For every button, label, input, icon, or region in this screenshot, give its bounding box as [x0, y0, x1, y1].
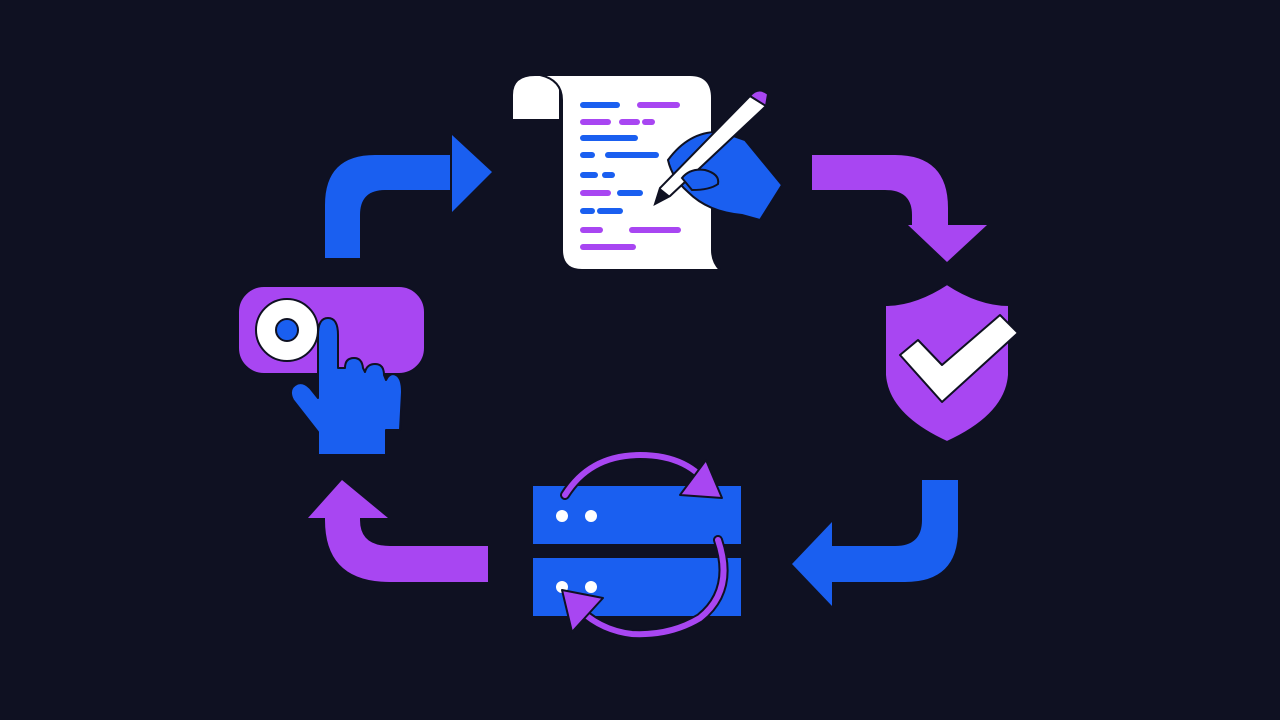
pointing-hand-icon [289, 317, 403, 456]
server-led [556, 510, 568, 522]
code-lines [580, 102, 681, 250]
arrow-security-to-deploy [792, 480, 958, 606]
server-led [585, 510, 597, 522]
arrow-deploy-to-interact [308, 480, 488, 582]
writing-hand-icon [653, 89, 784, 222]
toggle-tap-icon [237, 285, 426, 456]
arrow-code-to-security [812, 155, 987, 262]
arrow-interact-to-code [325, 135, 492, 258]
server-led [585, 581, 597, 593]
server-sync-icon [533, 449, 741, 640]
shield-check-icon [884, 282, 1019, 444]
code-document-icon [511, 74, 784, 271]
